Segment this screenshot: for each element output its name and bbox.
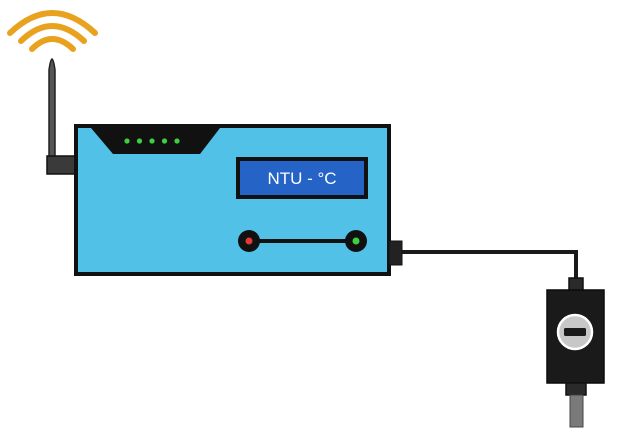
indicator-bar — [238, 230, 367, 252]
sensor-device: NTU - °C — [74, 124, 403, 276]
status-led-bar — [91, 128, 220, 154]
status-led-1 — [124, 138, 130, 144]
antenna — [46, 58, 78, 175]
probe-connector-bottom — [565, 382, 587, 396]
display-text: NTU - °C — [267, 169, 336, 188]
status-leds — [124, 138, 180, 144]
wifi-signal-icon — [7, 10, 98, 52]
antenna-rod — [48, 58, 56, 171]
display-screen — [240, 161, 364, 195]
indicator-light-green — [352, 237, 360, 245]
signal-arc-middle — [18, 23, 87, 44]
probe-sensor-tip — [569, 394, 584, 428]
signal-arc-inner — [29, 36, 76, 52]
cable-port — [388, 240, 403, 266]
turbidity-probe — [546, 277, 605, 428]
status-led-3 — [149, 138, 155, 144]
probe-cable — [402, 250, 578, 290]
antenna-connector — [46, 155, 78, 175]
signal-arc-outer — [7, 10, 98, 36]
indicator-light-red — [245, 237, 253, 245]
status-led-2 — [136, 138, 143, 144]
status-led-5 — [174, 138, 180, 144]
minus-icon — [556, 313, 594, 351]
status-led-4 — [161, 138, 168, 144]
